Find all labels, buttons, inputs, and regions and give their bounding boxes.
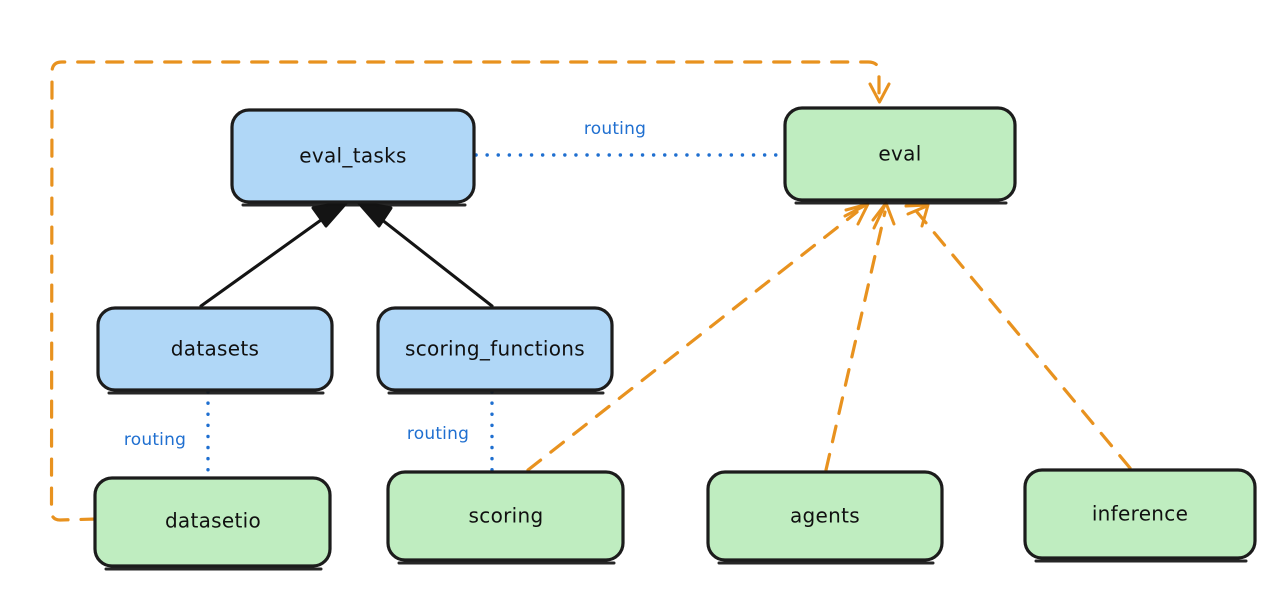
edge-scoring-functions-to-eval-tasks — [355, 199, 494, 308]
edge-label-routing-datasetio: routing — [124, 430, 186, 450]
node-agents[interactable]: agents — [706, 470, 944, 565]
edge-layer — [49, 60, 1132, 522]
edge-label-routing-eval: routing — [584, 119, 646, 139]
edge-agents-to-eval — [824, 201, 896, 472]
node-label-scoring-functions: scoring_functions — [405, 337, 585, 361]
node-eval[interactable]: eval — [783, 106, 1017, 205]
node-label-datasets: datasets — [171, 337, 259, 361]
edge-inference-to-eval — [904, 203, 1132, 470]
node-label-eval: eval — [878, 142, 921, 166]
edge-label-layer: routing routing routing — [124, 119, 646, 450]
node-eval-tasks[interactable]: eval_tasks — [230, 108, 476, 207]
edge-datasets-to-eval-tasks — [199, 199, 350, 308]
node-datasets[interactable]: datasets — [96, 306, 334, 395]
node-datasetio[interactable]: datasetio — [93, 476, 332, 571]
edge-label-routing-scoring: routing — [407, 424, 469, 444]
node-label-inference: inference — [1092, 502, 1188, 526]
node-scoring-functions[interactable]: scoring_functions — [376, 306, 614, 395]
edge-datasetio-to-eval — [49, 60, 891, 522]
node-label-scoring: scoring — [469, 504, 544, 528]
node-layer: eval_tasks eval datasets scoring_functio… — [93, 106, 1257, 571]
node-label-datasetio: datasetio — [165, 509, 261, 533]
node-label-eval-tasks: eval_tasks — [299, 144, 406, 168]
node-scoring[interactable]: scoring — [386, 470, 625, 565]
node-label-agents: agents — [790, 504, 860, 528]
node-inference[interactable]: inference — [1023, 468, 1257, 563]
